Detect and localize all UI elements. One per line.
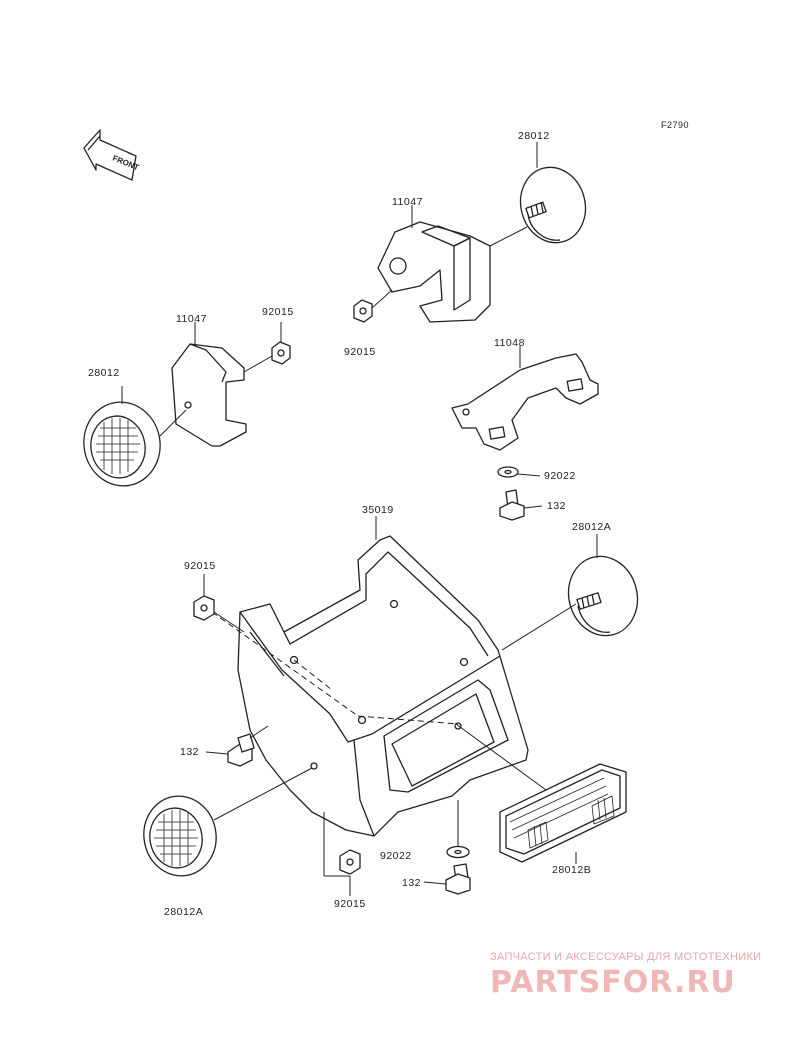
nut-92015-mid [193, 574, 245, 633]
label-92022-upper[interactable]: 92022 [544, 470, 576, 482]
bolt-132-lower-left [205, 725, 269, 767]
label-132-lower-left[interactable]: 132 [180, 746, 200, 758]
front-arrow-icon [83, 129, 137, 181]
label-92015-bottom[interactable]: 92015 [334, 898, 366, 910]
plate-light-28012B [455, 723, 627, 864]
watermark-logo: PARTSFOR.RU [490, 965, 736, 1000]
label-28012A-bottom[interactable]: 28012A [164, 906, 204, 918]
label-11047-top[interactable]: 11047 [392, 196, 423, 208]
reflector-right-28012A [501, 534, 639, 651]
label-132-upper[interactable]: 132 [547, 500, 567, 512]
label-35019[interactable]: 35019 [362, 504, 394, 516]
label-11047-left[interactable]: 11047 [176, 313, 207, 325]
label-28012-top[interactable]: 28012 [518, 130, 550, 142]
bracket-11047-top [377, 205, 528, 323]
washer-92022-upper [497, 466, 541, 478]
bracket-35019 [237, 516, 529, 837]
dashed-guide-lines [211, 611, 459, 725]
bolt-132-bottom [423, 863, 471, 895]
label-132-bottom[interactable]: 132 [402, 877, 422, 889]
label-92015-upper[interactable]: 92015 [344, 346, 376, 358]
reflector-bottom-left-28012A [143, 767, 313, 877]
label-28012A-right[interactable]: 28012A [572, 521, 612, 533]
label-92015-mid[interactable]: 92015 [184, 560, 216, 572]
nut-92015-bottom [323, 812, 361, 896]
nut-92015-left [243, 322, 291, 373]
reflector-left [83, 386, 187, 487]
washer-92022-lower [446, 800, 470, 859]
watermark-caption: ЗАПЧАСТИ И АКСЕССУАРЫ ДЛЯ МОТОТЕХНИКИ [490, 951, 762, 963]
label-92015-left[interactable]: 92015 [262, 306, 294, 318]
label-28012B[interactable]: 28012B [552, 864, 592, 876]
bracket-11048 [451, 346, 599, 451]
nut-92015-upper [353, 289, 393, 323]
label-92022-lower[interactable]: 92022 [380, 850, 412, 862]
figure-reference: F2790 [661, 120, 690, 130]
bracket-11047-left [171, 322, 247, 447]
reflector-top-right [519, 142, 587, 244]
label-28012-left[interactable]: 28012 [88, 367, 120, 379]
bolt-132-upper [499, 489, 543, 521]
label-11048[interactable]: 11048 [494, 337, 525, 349]
